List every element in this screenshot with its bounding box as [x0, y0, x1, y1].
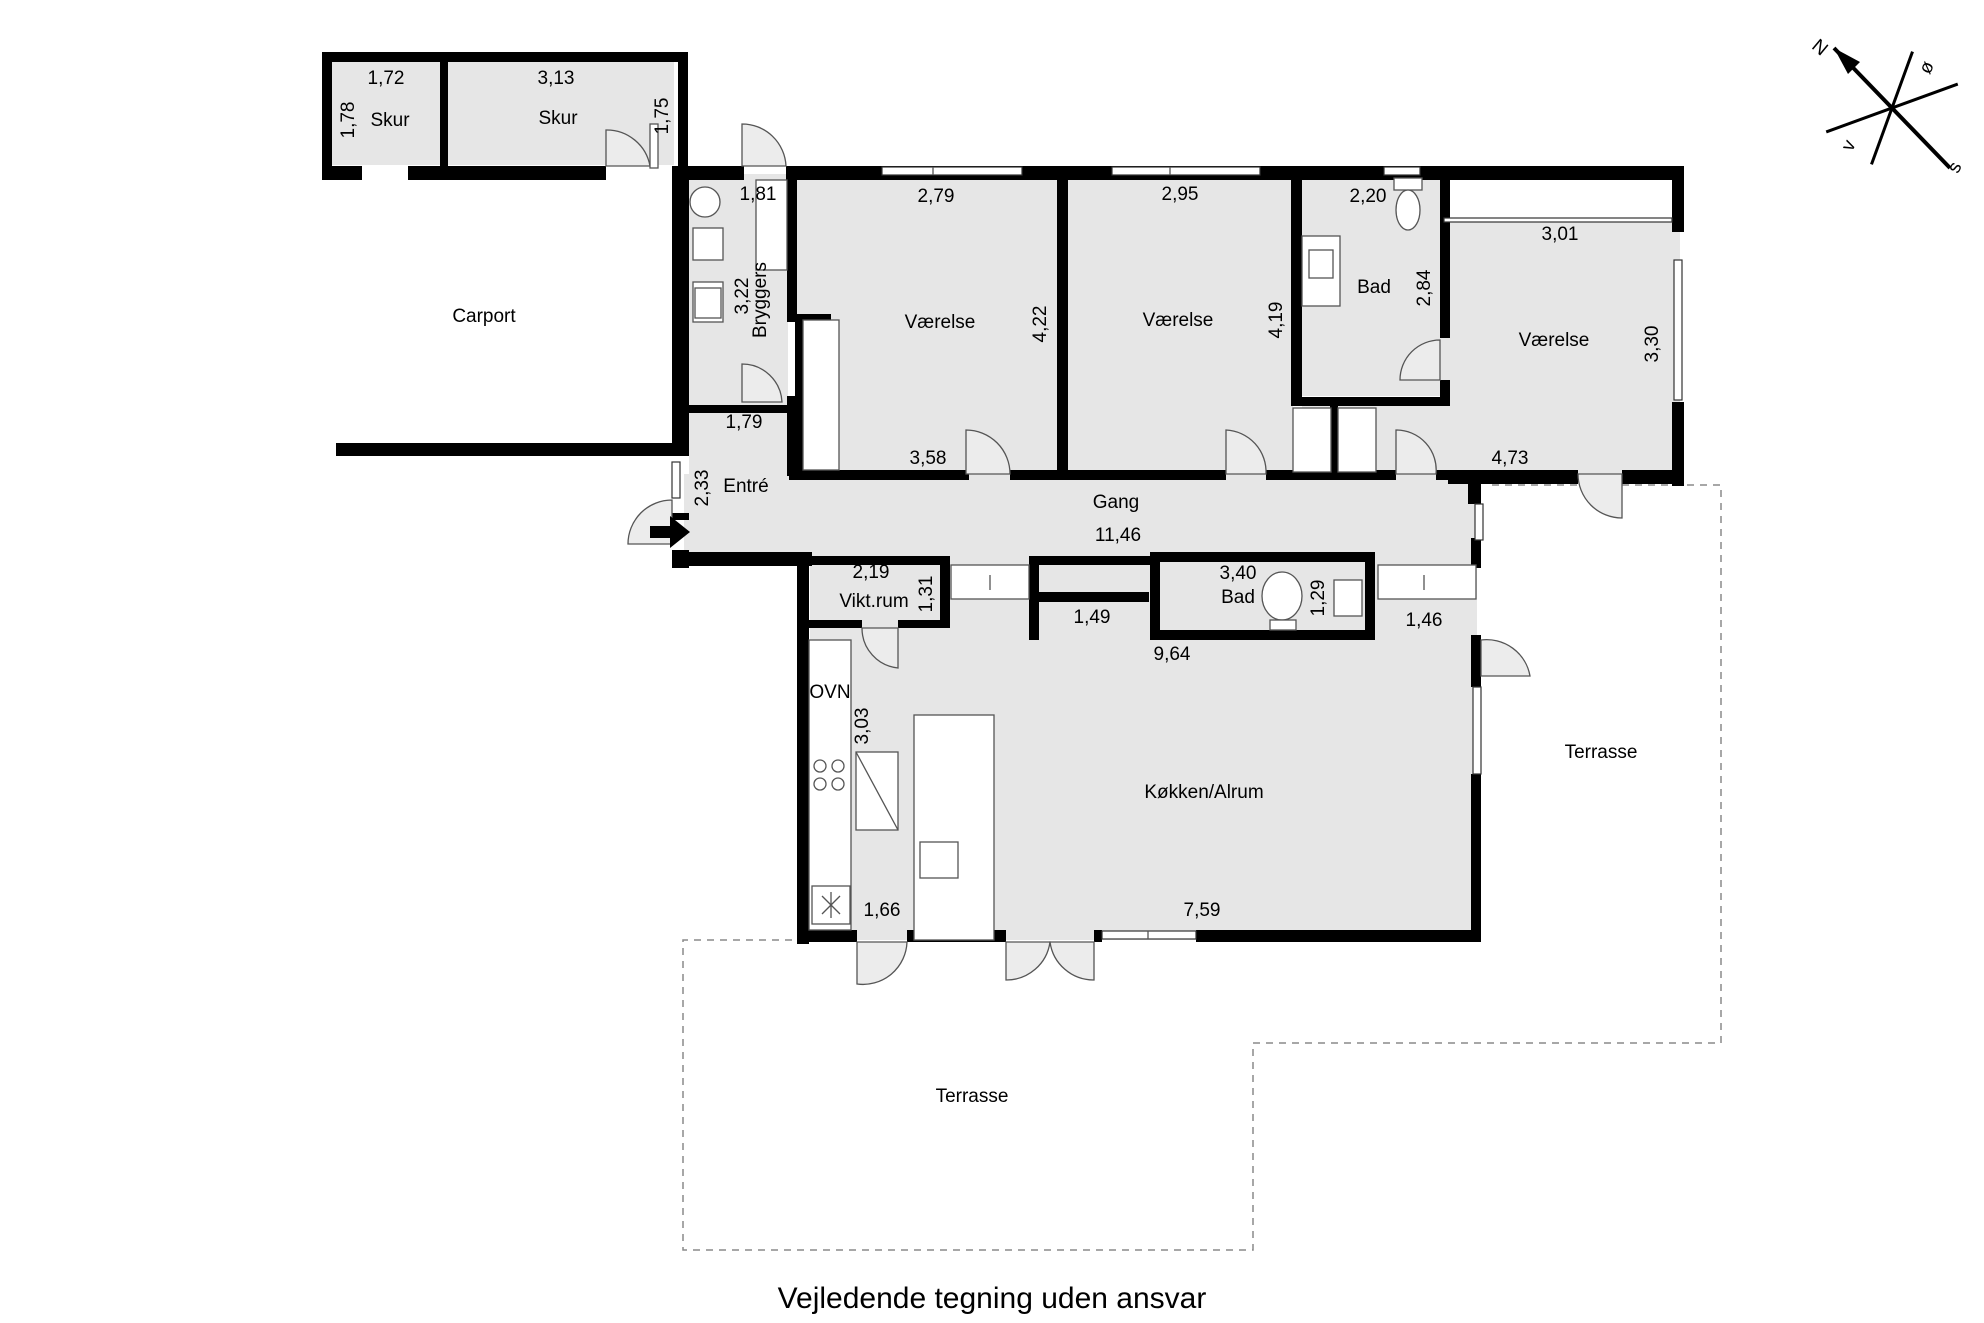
room-label-terrasse-bottom: Terrasse — [936, 1086, 1009, 1107]
room-label-entre: Entré — [723, 476, 768, 497]
dim-kitchen-left: 1,66 — [864, 900, 901, 921]
room-label-bryggers: Bryggers — [750, 262, 771, 338]
dim-v2-h: 4,19 — [1266, 302, 1287, 339]
dim-v1-w: 2,79 — [918, 186, 955, 207]
dim-bad1-h: 2,84 — [1414, 269, 1435, 306]
dim-entre-w: 1,79 — [726, 412, 763, 433]
dim-bad2-h: 1,29 — [1308, 580, 1329, 617]
dim-gang-bottom: 9,64 — [1154, 644, 1191, 665]
windows — [671, 166, 1683, 940]
room-floors — [332, 61, 1680, 940]
dim-right-short: 1,46 — [1406, 610, 1443, 631]
doors — [605, 123, 1623, 986]
walls — [322, 52, 1684, 944]
dim-v1-bottom: 3,58 — [910, 448, 947, 469]
room-label-carport: Carport — [452, 306, 516, 327]
disclaimer-caption: Vejledende tegning uden ansvar — [777, 1282, 1207, 1315]
oven-label: OVN — [809, 682, 850, 703]
dim-bad1-w: 2,20 — [1350, 186, 1387, 207]
dimension-labels: 1,72 1,78 3,13 1,75 1,81 3,22 1,79 2,33 … — [338, 68, 1663, 921]
room-label-koekken: Køkken/Alrum — [1144, 782, 1263, 803]
dim-bryggers-w: 1,81 — [740, 184, 777, 205]
dim-v2-w: 2,95 — [1162, 184, 1199, 205]
room-label-terrasse-right: Terrasse — [1565, 742, 1638, 763]
dim-kitchen-side: 3,03 — [852, 708, 873, 745]
dim-v3-h: 3,30 — [1642, 326, 1663, 363]
dim-vikt-h: 1,31 — [916, 576, 937, 613]
compass-labels: N ø s v — [1808, 35, 1967, 176]
entrance-arrow-icon — [650, 516, 690, 548]
terrace-right-outline — [682, 484, 1722, 1251]
dim-v3-bottom: 4,73 — [1492, 448, 1529, 469]
dim-skur-small-w: 1,72 — [368, 68, 405, 89]
compass-n: N — [1808, 35, 1832, 60]
compass-s: s — [1943, 159, 1966, 176]
dim-bad2-w: 3,40 — [1220, 563, 1257, 584]
dim-skur-large-h: 1,75 — [652, 98, 673, 135]
compass-v: v — [1837, 136, 1860, 154]
dim-entre-h: 2,33 — [692, 470, 713, 507]
dim-hall-short: 1,49 — [1074, 607, 1111, 628]
fixtures — [689, 177, 1477, 941]
dim-gang-len: 11,46 — [1095, 525, 1141, 546]
dim-kitchen-bottom: 7,59 — [1184, 900, 1221, 921]
room-label-skur-large: Skur — [538, 108, 578, 129]
room-label-vikt-rum: Vikt.rum — [839, 591, 908, 612]
room-labels: Skur Skur Carport Bryggers Entré Gang Væ… — [370, 108, 1637, 1107]
dim-skur-small-h: 1,78 — [338, 102, 359, 139]
dim-skur-large-w: 3,13 — [538, 68, 575, 89]
room-label-vaerelse-3: Værelse — [1519, 330, 1590, 351]
compass-o: ø — [1915, 58, 1939, 78]
room-label-vaerelse-1: Værelse — [905, 312, 976, 333]
room-label-gang: Gang — [1093, 492, 1139, 513]
dim-vikt-w: 2,19 — [853, 562, 890, 583]
room-label-skur-small: Skur — [370, 110, 410, 131]
dim-v1-h: 4,22 — [1030, 306, 1051, 343]
dim-v3-w: 3,01 — [1542, 224, 1579, 245]
compass-icon — [1825, 46, 1959, 170]
room-label-vaerelse-2: Værelse — [1143, 310, 1214, 331]
room-label-bad-2: Bad — [1221, 587, 1255, 608]
dim-bryggers-h: 3,22 — [732, 278, 753, 315]
room-label-bad-1: Bad — [1357, 277, 1391, 298]
